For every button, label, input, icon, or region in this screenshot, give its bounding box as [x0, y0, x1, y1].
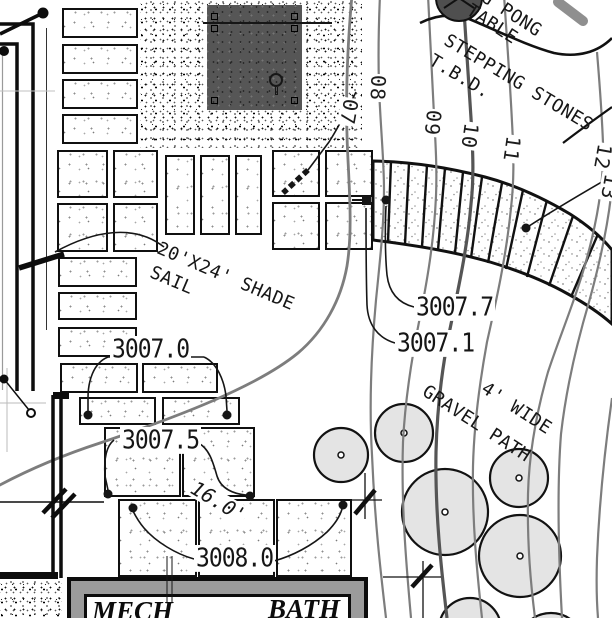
spot-elevation-3007-0: 3007.0: [110, 334, 192, 364]
contour-3014: [595, 397, 612, 618]
concrete-pad: [62, 79, 138, 109]
contour-label-09: 09: [419, 107, 447, 139]
terrace-pad: [60, 363, 138, 393]
shrub: [373, 402, 435, 464]
building-outline: [67, 577, 368, 618]
break-slash: [41, 487, 68, 515]
spot-elevation-3008-0: 3008.0: [194, 543, 276, 573]
contour-label-12: 12: [589, 141, 612, 173]
contour-label-08: 08: [365, 73, 391, 103]
gravel-path-label-line2: GRAVEL PATH: [418, 381, 535, 467]
fixture-icon: [269, 73, 283, 87]
room-label-bath: BATH: [268, 594, 341, 618]
shade-structure: [207, 5, 302, 110]
gravel-patch-bottom-left: [0, 580, 62, 618]
spot-elevation-3007-1: 3007.1: [395, 328, 477, 358]
break-slash: [50, 492, 77, 520]
wall-jog: [53, 392, 69, 399]
concrete-pad: [62, 8, 138, 38]
shrub: [531, 611, 571, 618]
shrub: [477, 513, 563, 599]
brace-line: [0, 11, 44, 36]
room-label-mech: MECH: [92, 596, 174, 618]
post-dot: [37, 7, 49, 19]
strip-pad: [235, 155, 262, 235]
footing-marker: [291, 25, 298, 32]
wall-outer: [0, 22, 35, 391]
footing-marker: [291, 13, 298, 20]
concrete-pad: [113, 150, 158, 198]
concrete-pad: [57, 203, 108, 252]
spot-elevation-3007-7: 3007.7: [414, 292, 496, 322]
contour-3013: [557, 195, 612, 618]
contour-label-10: 10: [456, 120, 484, 152]
fixture-stem: [275, 87, 278, 95]
terrace-pad: [162, 397, 240, 425]
concrete-pad: [58, 257, 137, 287]
concrete-pad: [62, 44, 138, 74]
contour-label-07: 07: [334, 96, 364, 128]
contour-label-11: 11: [498, 133, 526, 165]
footing-marker: [211, 25, 218, 32]
marker-slash: [353, 488, 377, 516]
shrub: [400, 467, 490, 557]
spot-dot: [521, 223, 531, 233]
shrub: [312, 426, 370, 484]
terrace-pad: [276, 499, 352, 577]
elev-leader: [384, 205, 415, 308]
contour-3012: [526, 51, 605, 618]
fence-diagonal: [3, 378, 30, 411]
concrete-pad: [58, 292, 137, 320]
strip-pad: [165, 155, 195, 235]
spot-elevation-3007-5: 3007.5: [120, 425, 202, 455]
marker-slash: [410, 563, 434, 589]
square-pad: [272, 150, 320, 197]
post-circle: [26, 408, 36, 418]
building-interior: [84, 594, 351, 618]
footing-marker: [211, 97, 218, 104]
spot-dot: [381, 195, 391, 205]
concrete-pad: [62, 114, 138, 144]
bench-icon: [553, 0, 588, 26]
post-dot: [0, 46, 9, 56]
terrace-pad: [79, 397, 156, 425]
concrete-pad: [57, 150, 108, 198]
stone-joints: [371, 160, 600, 298]
contour-label-13: 13: [596, 171, 612, 203]
square-pad: [325, 150, 373, 197]
shrub: [439, 596, 501, 618]
square-pad: [325, 202, 373, 250]
terrace-pad: [142, 363, 218, 393]
square-pad: [272, 202, 320, 250]
site-wall: [0, 572, 58, 579]
concrete-pad: [113, 203, 158, 252]
strip-pad: [200, 155, 230, 235]
terrace-pad: [118, 499, 197, 577]
wall-inner: [0, 42, 19, 391]
post-dot: [0, 374, 9, 384]
footing-marker: [211, 13, 218, 20]
footing-marker: [291, 97, 298, 104]
